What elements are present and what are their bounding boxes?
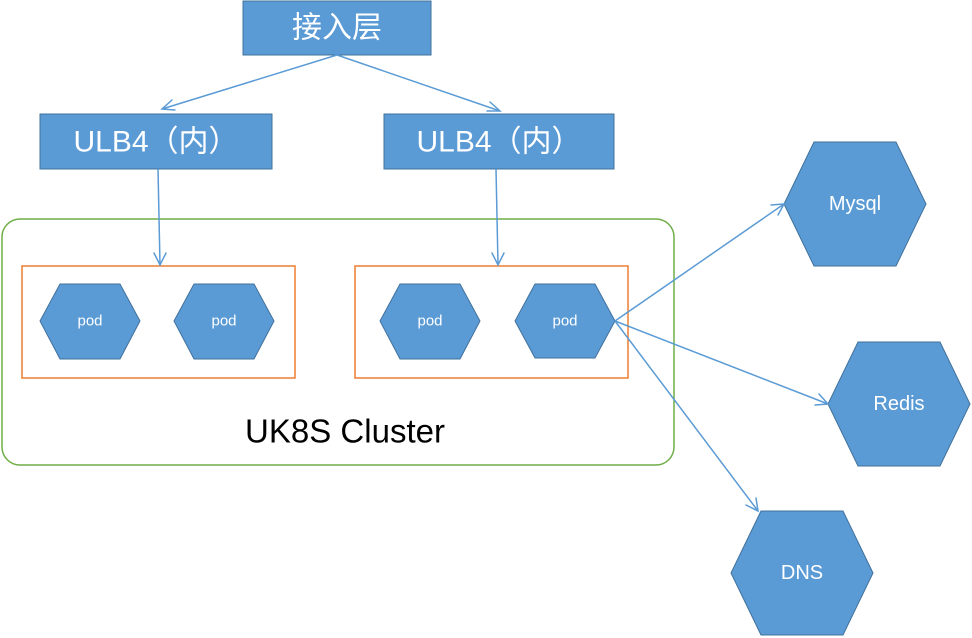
service-label-dns: DNS <box>781 562 823 584</box>
arrow-pod-to-dns <box>614 320 759 513</box>
load-balancer-node-1[interactable]: ULB4（内） <box>39 113 273 170</box>
access-layer-label: 接入层 <box>292 11 382 46</box>
service-node-dns[interactable]: DNS <box>730 510 874 636</box>
service-node-redis[interactable]: Redis <box>827 341 971 467</box>
pod-label-4: pod <box>552 313 577 330</box>
pod-label-1: pod <box>77 313 102 330</box>
access-layer-node[interactable]: 接入层 <box>242 0 432 56</box>
pod-group-1 <box>21 265 296 379</box>
pod-node-1[interactable]: pod <box>39 283 141 360</box>
load-balancer-node-2[interactable]: ULB4（内） <box>383 113 615 170</box>
pod-label-3: pod <box>417 313 442 330</box>
arrow-lb1-to-pods <box>153 168 167 267</box>
arrow-lb2-to-pods <box>491 168 505 267</box>
cluster-container <box>1 218 675 466</box>
arrow-pod-to-redis <box>614 320 830 406</box>
arrow-pod-to-mysql <box>614 203 786 322</box>
pod-label-2: pod <box>211 313 236 330</box>
arrow-access-to-lb2 <box>336 54 502 112</box>
service-node-mysql[interactable]: Mysql <box>783 141 927 267</box>
pod-group-2 <box>354 265 629 379</box>
service-label-redis: Redis <box>873 393 924 415</box>
service-label-mysql: Mysql <box>829 193 881 215</box>
cluster-label: UK8S Cluster <box>245 413 445 450</box>
load-balancer-label-2: ULB4（内） <box>416 126 581 159</box>
load-balancer-label-1: ULB4（内） <box>73 126 238 159</box>
arrow-access-to-lb1 <box>160 54 338 111</box>
pod-node-2[interactable]: pod <box>173 283 275 360</box>
pod-node-4[interactable]: pod <box>514 283 616 359</box>
pod-node-3[interactable]: pod <box>379 283 481 360</box>
